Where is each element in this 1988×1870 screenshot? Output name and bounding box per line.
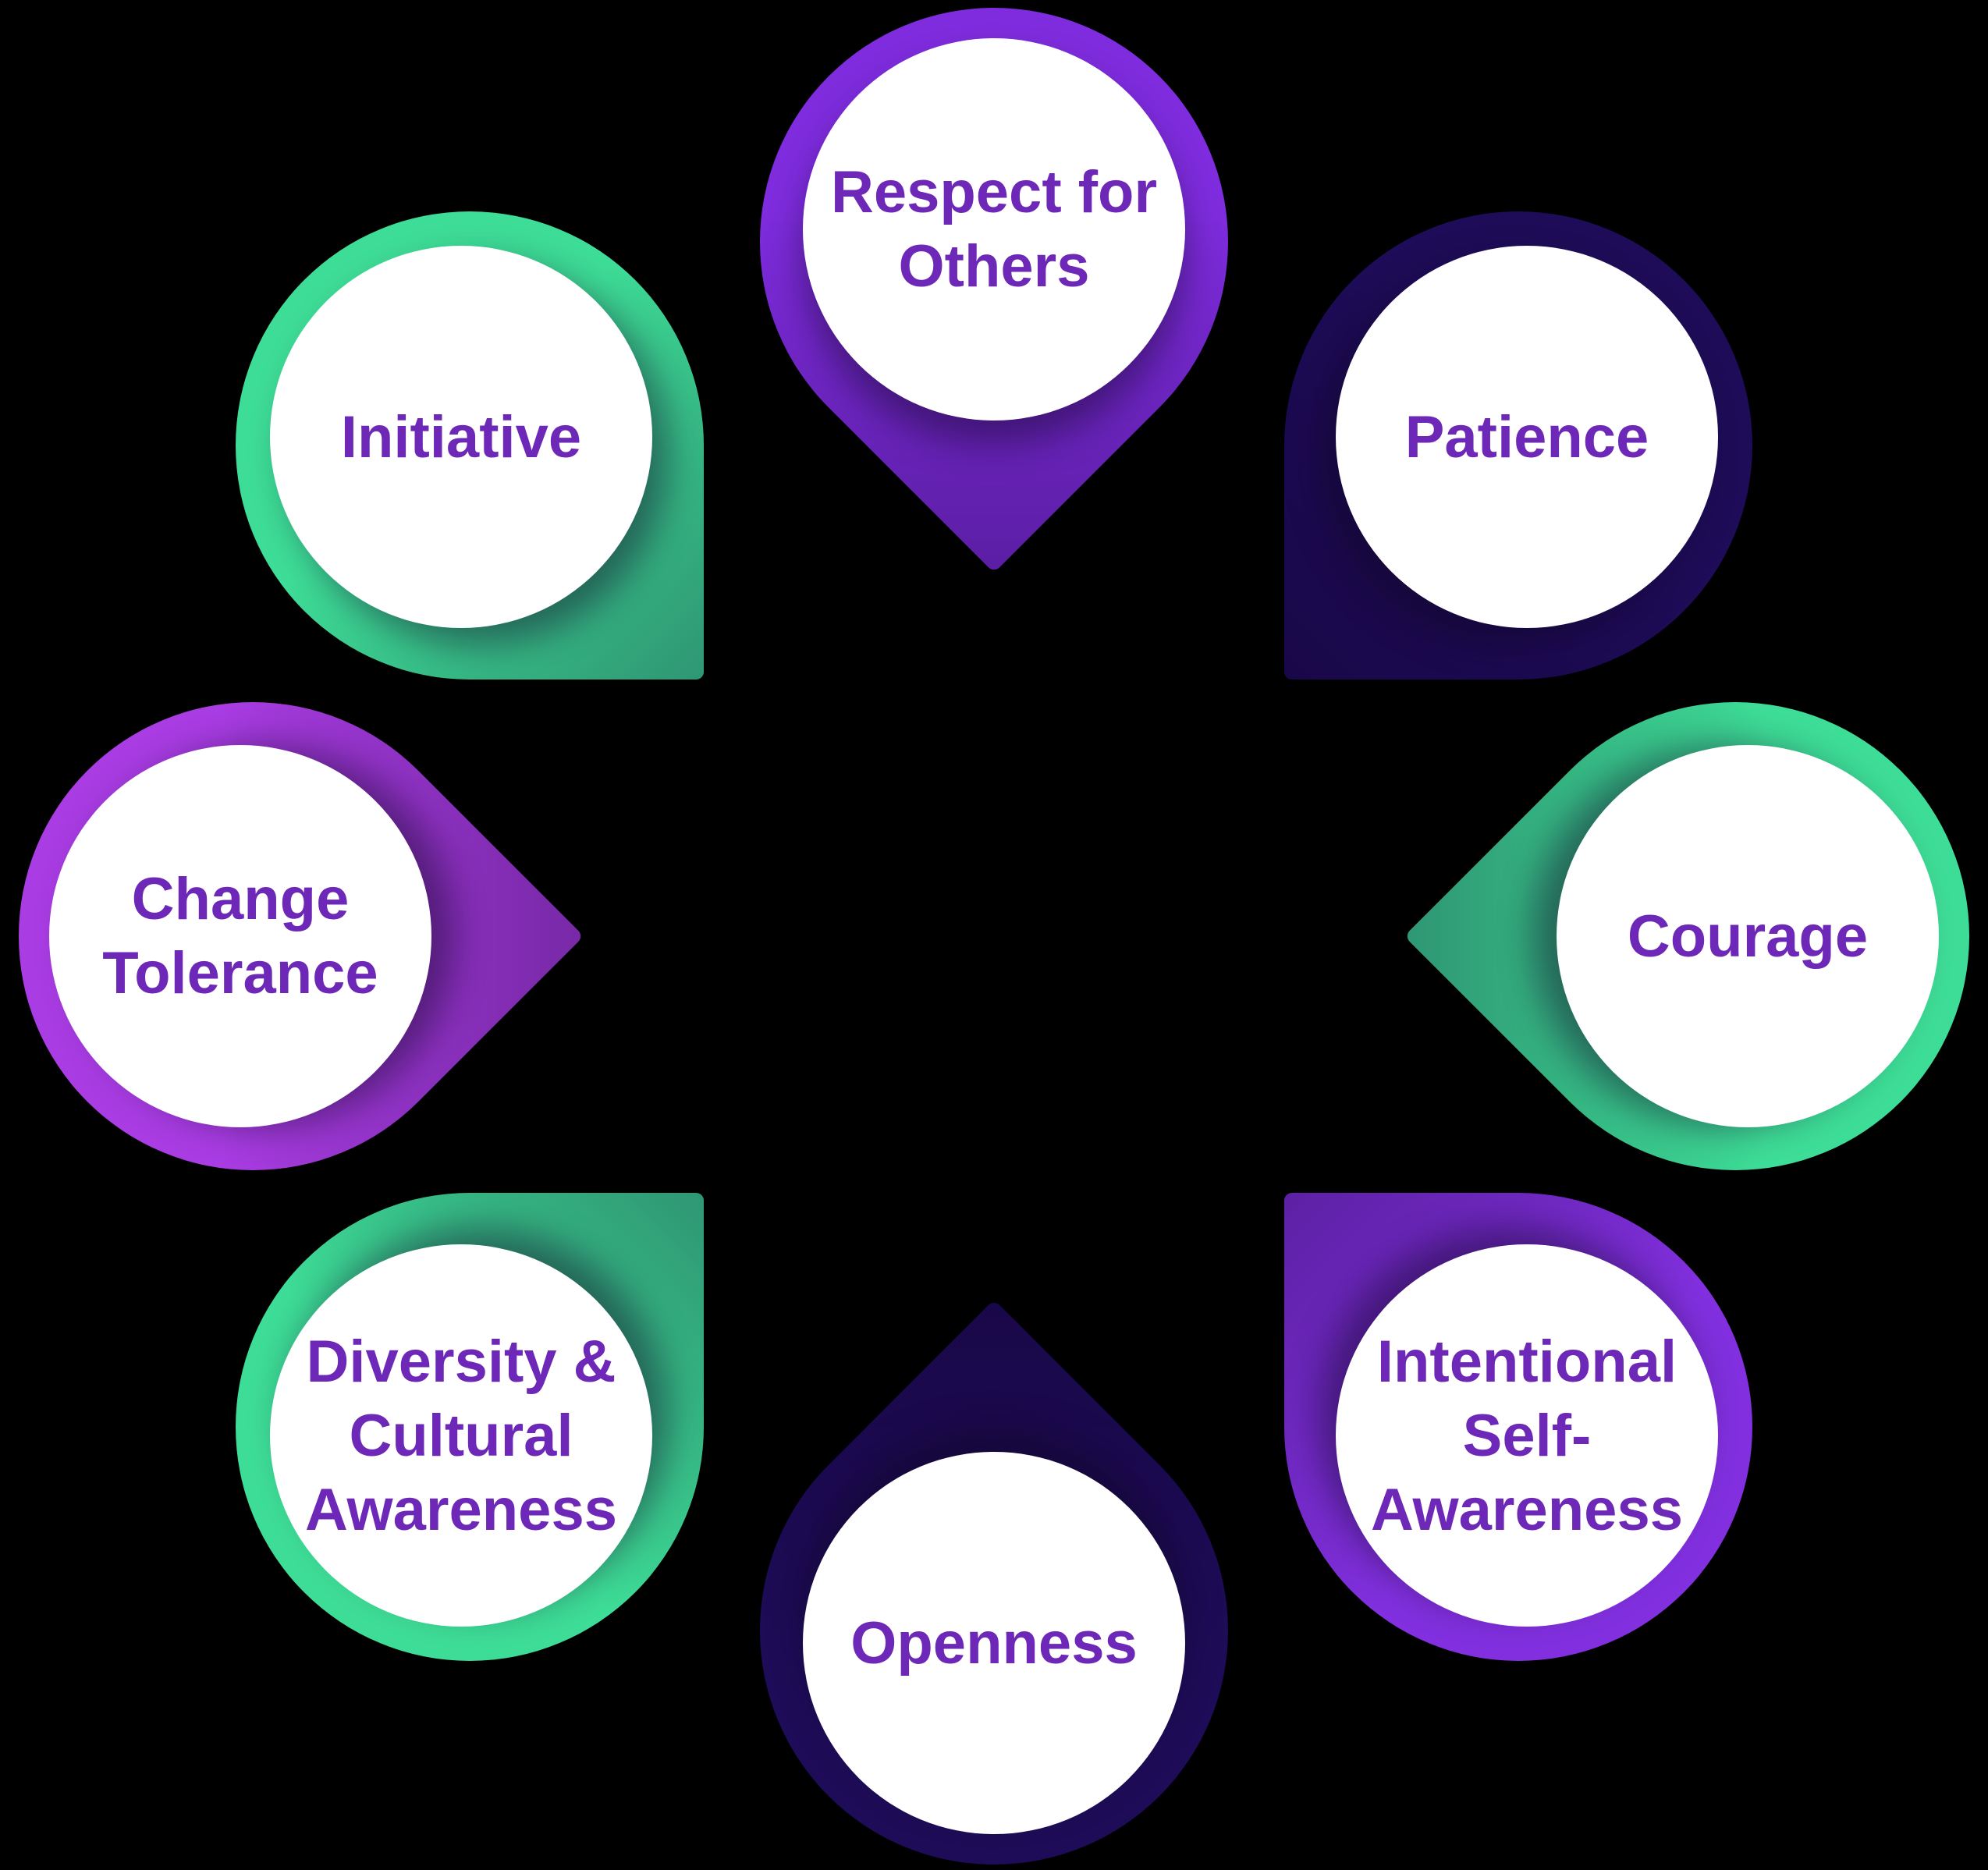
pin-change-tolerance: Change Tolerance [0,605,584,1268]
pin-circle: Patience [1336,246,1718,628]
pin-label: Change Tolerance [102,866,378,1006]
pin-label: Patience [1404,403,1649,470]
pin-circle: Courage [1557,745,1939,1127]
pin-label: Initiative [340,403,582,470]
pin-label: Diversity & Cultural Awareness [305,1328,617,1543]
pin-label: Intentional Self- Awareness [1371,1328,1683,1543]
pin-intentional-self-awareness: Intentional Self- Awareness [1284,1193,1752,1661]
pin-circle: Change Tolerance [49,745,431,1127]
pin-respect-for-others: Respect for Others [662,0,1326,573]
pin-openness: Openness [662,1299,1326,1870]
pin-initiative: Initiative [236,211,704,680]
pin-label: Courage [1627,903,1869,970]
pin-patience: Patience [1284,211,1752,680]
pin-circle: Respect for Others [803,38,1185,420]
pin-diversity-cultural-awareness: Diversity & Cultural Awareness [236,1193,704,1661]
pin-circle: Initiative [270,246,652,628]
pin-circle: Diversity & Cultural Awareness [270,1244,652,1627]
pin-courage: Courage [1404,605,1988,1268]
pin-circle: Openness [803,1452,1185,1834]
pin-label: Respect for Others [830,159,1158,300]
pin-circle: Intentional Self- Awareness [1336,1244,1718,1627]
pin-label: Openness [850,1609,1138,1677]
